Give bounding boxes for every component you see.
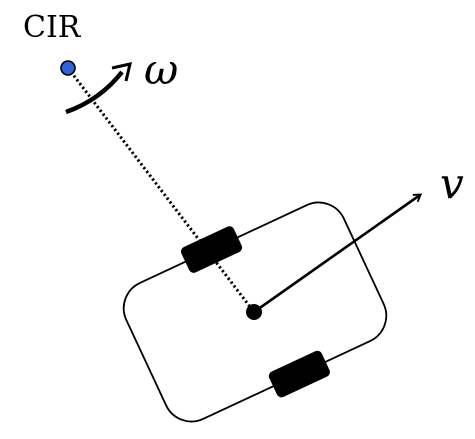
- cir-point: [60, 60, 76, 76]
- wheel-bottom: [268, 350, 330, 398]
- velocity-arrow: [253, 193, 423, 314]
- angular-velocity-arrow: [65, 70, 124, 115]
- cir-dotted-line: [66, 67, 256, 313]
- angular-velocity-arrowhead: [111, 62, 133, 82]
- velocity-label: v: [440, 159, 464, 208]
- wheel-top: [180, 226, 243, 273]
- cir-label: CIR: [23, 10, 82, 45]
- omega-label: ω: [144, 45, 178, 94]
